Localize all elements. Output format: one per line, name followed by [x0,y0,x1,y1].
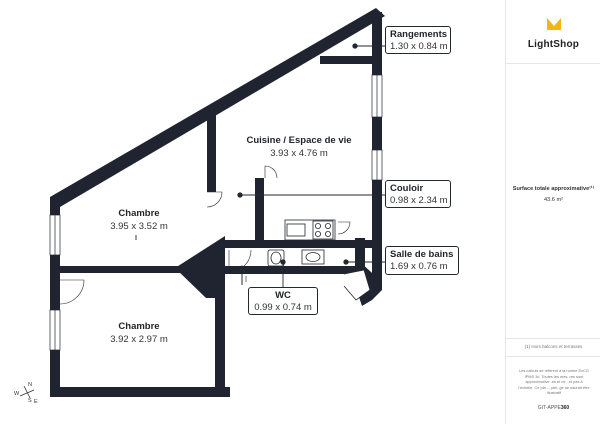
surface-summary: Surface totale approximative⁽¹⁾ 43.6 m² [510,186,597,203]
room-dims: 1.30 x 0.84 m [390,41,448,52]
room-name: Couloir [390,183,424,194]
floor-plan: N S W E [14,8,386,405]
compass-east: E [34,399,38,405]
label-rangements: Rangements 1.30 x 0.84 m [385,26,451,54]
disclaimer-line: Les calculs se réfèrent à la norme EvCG [519,368,589,373]
footer-prefix: GIT-APPE [537,405,561,411]
disclaimer-line: illustratif [546,390,562,396]
room-name: Cuisine / Espace de vie [246,135,352,146]
room-name: Rangements [390,29,448,40]
disclaimer: Les calculs se réfèrent à la norme EvCG … [514,368,594,396]
room-dims: 0.99 x 0.74 m [254,302,312,313]
wall-vertical-lower [215,250,225,397]
surface-label: Surface totale approximative⁽¹⁾ [512,186,595,192]
info-sidebar: LightShop Surface totale approximative⁽¹… [505,0,600,424]
room-dims: 3.95 x 3.52 m [110,221,168,232]
brand: LightShop [506,16,600,50]
room-dims: 1.69 x 0.76 m [390,261,448,272]
room-name: WC [275,290,291,301]
compass-south: S [28,398,32,404]
room-name: Salle de bains [390,249,454,260]
disclaimer-line: l'échelle. Ce pla..., pièl..ge ne saurai… [518,384,590,390]
footer-suffix: 360 [560,405,570,411]
wall-lower-horizontal [222,240,382,248]
wall-storage-bottom [320,56,382,64]
label-cuisine: Cuisine / Espace de vie 3.93 x 4.76 m [234,134,364,160]
room-dims: 3.93 x 4.76 m [270,148,328,159]
label-couloir: Couloir 0.98 x 2.34 m [385,180,451,208]
stove [312,220,334,240]
bath-shower [343,269,371,301]
lightshop-logo-icon [546,18,561,30]
room-name: Chambre [118,321,160,332]
kitchen-sink [286,223,306,237]
room-dims: 3.92 x 2.97 m [110,334,168,345]
compass-north: N [28,382,32,388]
label-chambre-2: Chambre 3.92 x 2.97 m [96,320,182,346]
wall-left [50,197,60,397]
wall-bath-left [355,238,365,268]
surface-value: 43.6 m² [544,197,563,203]
label-wc: WC 0.99 x 0.74 m [248,287,318,315]
wall-right [372,12,382,238]
wall-room-divider [57,266,217,273]
wall-corridor [255,178,264,246]
wall-triangle-core [175,236,225,298]
footnote: (1) Hors balcons et terrasses [524,344,583,349]
wall-stub-diagonal [250,64,286,90]
label-salle-de-bains: Salle de bains 1.69 x 0.76 m [385,246,459,275]
disclaimer-line: approximative..es et ne ..nt pas à [525,379,583,385]
wall-partition-bedroom-kitchen [207,112,216,192]
brand-name: LightShop [527,39,580,50]
wall-bath-corner [372,238,382,300]
label-chambre-1: Chambre 3.95 x 3.52 m [96,207,182,233]
disclaimer-line: IPMS 3c. Toutes les mes..res sont [524,373,584,379]
wall-diagonal [50,8,385,207]
compass-icon: N S W E [14,382,38,405]
wall-wc-bottom [222,266,365,274]
footer-code: GIT-APPE360 [506,405,600,411]
wall-bottom [50,387,230,397]
room-dims: 0.98 x 2.34 m [390,195,448,206]
room-name: Chambre [118,208,160,219]
compass-west: W [14,391,20,397]
